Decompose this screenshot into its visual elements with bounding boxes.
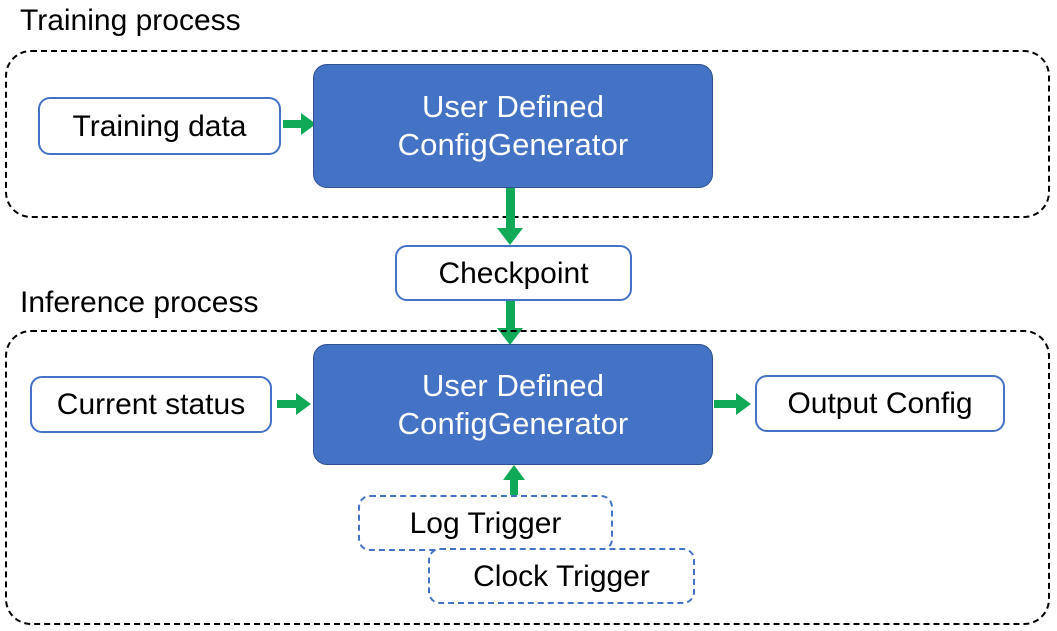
arrow-training-data-to-generator-shaft [283,120,303,128]
output-config-node[interactable]: Output Config [755,375,1005,432]
training-generator-line1: User Defined [421,89,605,125]
arrow-checkpoint-to-inference-shaft [506,301,515,331]
current-status-label: Current status [56,388,246,421]
clock-trigger-label: Clock Trigger [473,559,650,593]
clock-trigger-node[interactable]: Clock Trigger [428,548,695,604]
training-section-container [5,50,1050,218]
inference-generator-line2: ConfigGenerator [397,405,629,441]
training-data-label: Training data [72,109,247,143]
arrow-triggers-to-generator-head [503,465,525,480]
inference-section-container [5,330,1050,625]
inference-config-generator-node[interactable]: User Defined ConfigGenerator [313,344,713,465]
inference-generator-line1: User Defined [421,367,605,403]
inference-section-title: Inference process [20,286,259,319]
arrow-current-status-to-generator-head [296,393,311,415]
arrow-current-status-to-generator-shaft [277,400,298,408]
arrow-generator-to-output-shaft [714,400,738,408]
training-config-generator-node[interactable]: User Defined ConfigGenerator [313,64,713,188]
arrow-training-data-to-generator-head [301,113,316,135]
training-data-node[interactable]: Training data [38,97,281,155]
checkpoint-label: Checkpoint [438,256,589,290]
arrow-checkpoint-to-inference-head [497,328,523,345]
checkpoint-node[interactable]: Checkpoint [395,245,632,301]
arrow-generator-to-output-head [736,393,751,415]
training-generator-line2: ConfigGenerator [397,127,629,162]
output-config-label: Output Config [787,387,973,420]
current-status-node[interactable]: Current status [30,376,272,433]
arrow-triggers-to-generator-shaft [510,479,518,495]
arrow-generator-to-checkpoint-shaft [506,188,515,230]
log-trigger-label: Log Trigger [409,506,562,540]
arrow-generator-to-checkpoint-head [497,228,523,245]
training-section-title: Training process [20,4,241,37]
log-trigger-node[interactable]: Log Trigger [358,495,613,551]
